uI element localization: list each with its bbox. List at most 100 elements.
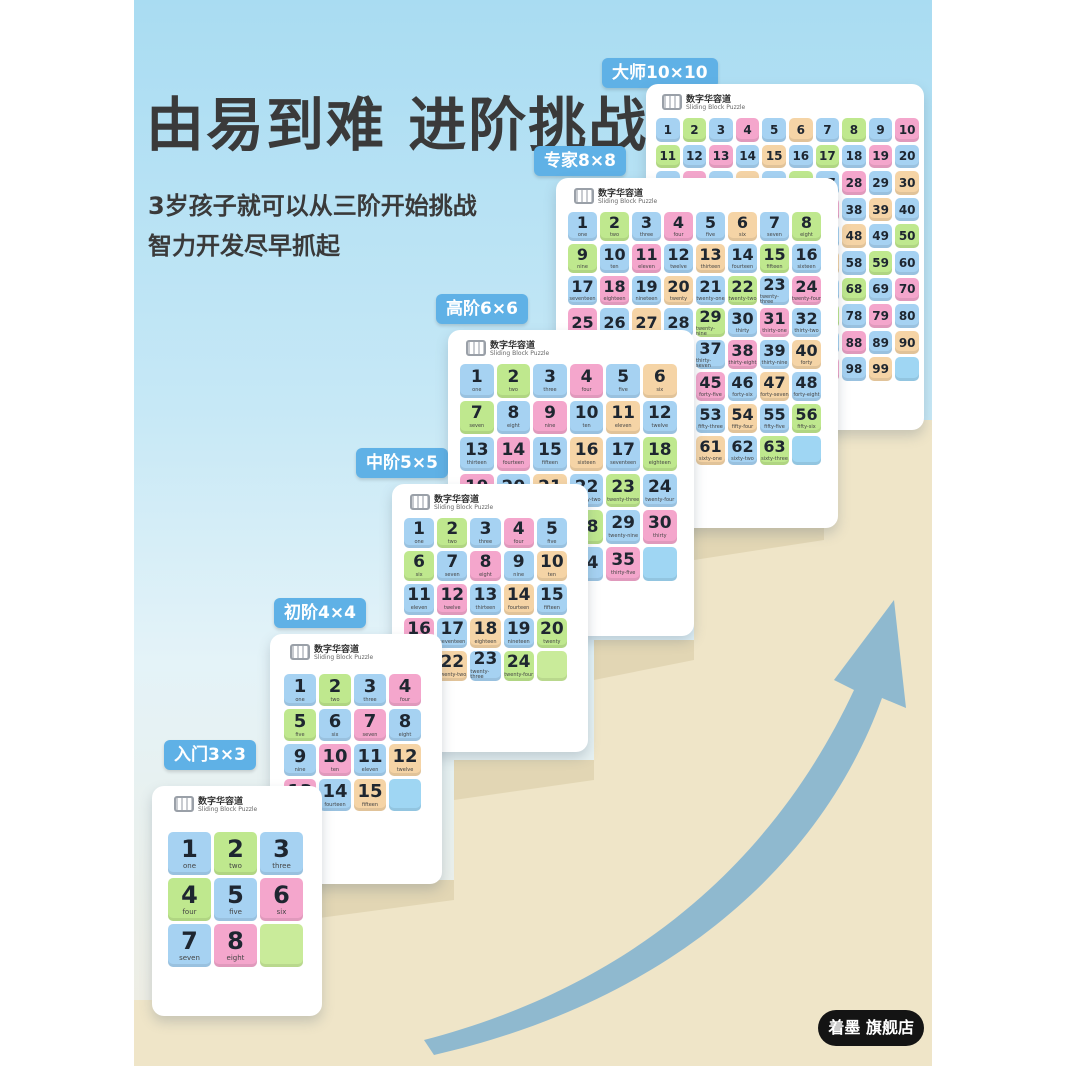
number-tile[interactable]: 5 [762,118,786,142]
number-tile[interactable]: 16 [789,144,813,169]
number-tile[interactable]: 70 [895,277,919,302]
number-tile[interactable]: 88 [842,330,866,355]
number-tile[interactable]: 6 [789,118,813,142]
number-tile[interactable]: 14 [735,144,760,169]
empty-slot[interactable] [643,547,677,581]
number-tile[interactable]: 89 [868,330,893,355]
number-tile[interactable]: 59 [868,251,893,275]
number-tile[interactable]: 20 [895,144,919,169]
number-tile[interactable]: 2 [682,118,707,142]
number-tile[interactable]: 78 [842,304,866,328]
number-tile[interactable]: 98 [842,357,866,381]
number-tile[interactable]: 69 [868,277,893,302]
number-tile[interactable]: 68 [842,277,866,302]
number-tile[interactable]: 3 [709,118,733,142]
number-tile[interactable]: 7 [815,118,840,142]
number-tile[interactable]: 9 [868,118,893,142]
empty-slot[interactable] [536,650,567,681]
number-tile[interactable]: 10 [895,118,919,142]
empty-slot[interactable] [389,779,421,811]
number-tile[interactable]: 39 [868,197,893,222]
number-tile[interactable]: 18 [842,144,866,169]
number-tile[interactable]: 99 [868,357,893,381]
number-tile[interactable]: 15 [762,144,786,169]
number-tile[interactable]: 38 [842,197,866,222]
number-tile[interactable]: 4 [735,118,760,142]
number-tile[interactable]: 60 [895,251,919,275]
number-tile[interactable]: 19 [868,144,893,169]
number-tile[interactable]: 12 [682,144,707,169]
